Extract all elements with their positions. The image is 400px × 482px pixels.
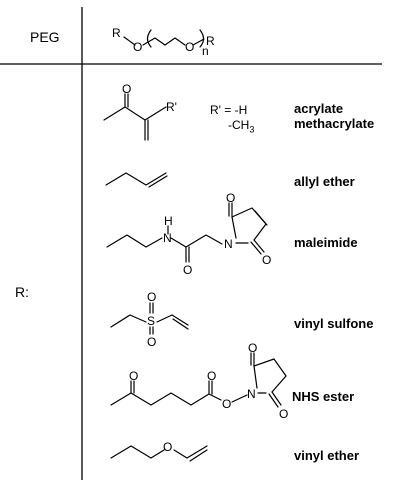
formula-r-left: R [112, 26, 121, 40]
methacrylate-label: methacrylate [294, 116, 375, 131]
maleimide-n-amide: N [163, 231, 172, 245]
nhs-ester-structure [110, 352, 287, 408]
acrylate-structure [103, 93, 167, 141]
nhs-o-ring-bottom: O [279, 407, 288, 421]
vinyl-ether-o: O [163, 440, 172, 454]
acrylate-o: O [122, 82, 131, 96]
peg-header-label: PEG [30, 29, 60, 45]
acrylate-r-prime: R' [166, 100, 177, 114]
nhs-o-ester: O [207, 369, 216, 383]
sulfone-s: S [147, 314, 155, 328]
vinyl-sulfone-label: vinyl sulfone [294, 316, 374, 331]
allyl-ether-label: allyl ether [294, 174, 355, 189]
maleimide-o-amide: O [183, 263, 192, 277]
allyl-ether-structure [105, 172, 168, 188]
substituent-ch3: -CH3 [228, 118, 255, 135]
nhs-o-ketone: O [129, 369, 138, 383]
formula-o-right: O [185, 40, 194, 54]
sulfone-o-top: O [147, 290, 156, 304]
substituent-h: R' = -H [210, 103, 248, 117]
nhs-n: N [247, 387, 256, 401]
formula-r-right: R [206, 34, 215, 48]
sulfone-o-bottom: O [147, 335, 156, 349]
vinyl-ether-structure [110, 445, 208, 462]
nhs-o-ring-top: O [248, 341, 257, 355]
vinyl-sulfone-structure [110, 302, 189, 335]
maleimide-o-bottom: O [262, 253, 271, 267]
nhs-o-link: O [222, 397, 231, 411]
maleimide-h: H [164, 214, 173, 228]
nhs-ester-label: NHS ester [292, 389, 355, 404]
peg-formula [123, 29, 205, 48]
formula-subscript-n: n [202, 44, 209, 58]
maleimide-n-ring: N [224, 237, 233, 251]
maleimide-label: maleimide [294, 235, 358, 250]
vinyl-ether-label: vinyl ether [294, 448, 360, 463]
maleimide-structure [106, 202, 268, 263]
acrylate-label: acrylate [294, 101, 344, 116]
r-side-label: R: [15, 284, 29, 300]
maleimide-o-top: O [226, 191, 235, 205]
formula-o-left: O [133, 40, 142, 54]
